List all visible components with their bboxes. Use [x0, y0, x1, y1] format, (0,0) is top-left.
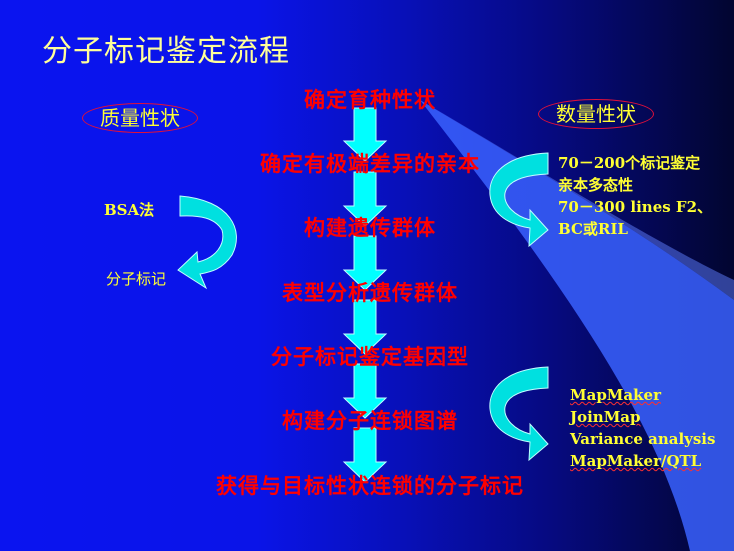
quantitative-trait-heading: 数量性状 — [538, 99, 654, 129]
molecular-marker-label: 分子标记 — [106, 270, 167, 288]
note-line: BC或RIL — [558, 220, 628, 238]
flow-step-4: 表型分析遗传群体 — [282, 280, 458, 305]
software-joinmap: JoinMap — [570, 408, 641, 426]
flow-step-6: 构建分子连锁图谱 — [282, 408, 458, 433]
flow-step-7: 获得与目标性状连锁的分子标记 — [216, 473, 524, 498]
down-arrow-icon — [342, 107, 388, 162]
note-line: 亲本多态性 — [558, 176, 634, 194]
down-arrow-icon — [342, 171, 388, 227]
software-mapmaker: MapMaker — [570, 386, 661, 404]
slide-title: 分子标记鉴定流程 — [42, 34, 290, 69]
quantitative-notes: 70－200个标记鉴定 亲本多态性 70－300 lines F2、 BC或RI… — [558, 152, 712, 240]
software-mapmaker-qtl: MapMaker/QTL — [570, 452, 702, 470]
software-variance-analysis: Variance analysis — [570, 430, 716, 448]
software-list: MapMaker JoinMap Variance analysis MapMa… — [570, 384, 715, 472]
note-line: 70－300 lines F2、 — [558, 198, 713, 216]
down-arrow-icon — [342, 235, 388, 291]
down-arrow-icon — [342, 427, 388, 483]
flow-step-3: 构建遗传群体 — [304, 215, 436, 240]
down-arrow-icon — [342, 299, 388, 355]
flow-step-5: 分子标记鉴定基因型 — [271, 344, 469, 369]
flow-step-1: 确定育种性状 — [304, 87, 436, 112]
down-arrow-icon — [342, 363, 388, 419]
qualitative-trait-heading: 质量性状 — [82, 103, 198, 133]
curved-arrow-icon — [489, 152, 549, 248]
flow-step-2: 确定有极端差异的亲本 — [260, 151, 480, 176]
curved-arrow-icon — [177, 195, 237, 290]
bsa-method-label: BSA法 — [104, 201, 155, 219]
note-line: 70－200个标记鉴定 — [558, 154, 701, 172]
curved-arrow-icon — [489, 366, 549, 462]
